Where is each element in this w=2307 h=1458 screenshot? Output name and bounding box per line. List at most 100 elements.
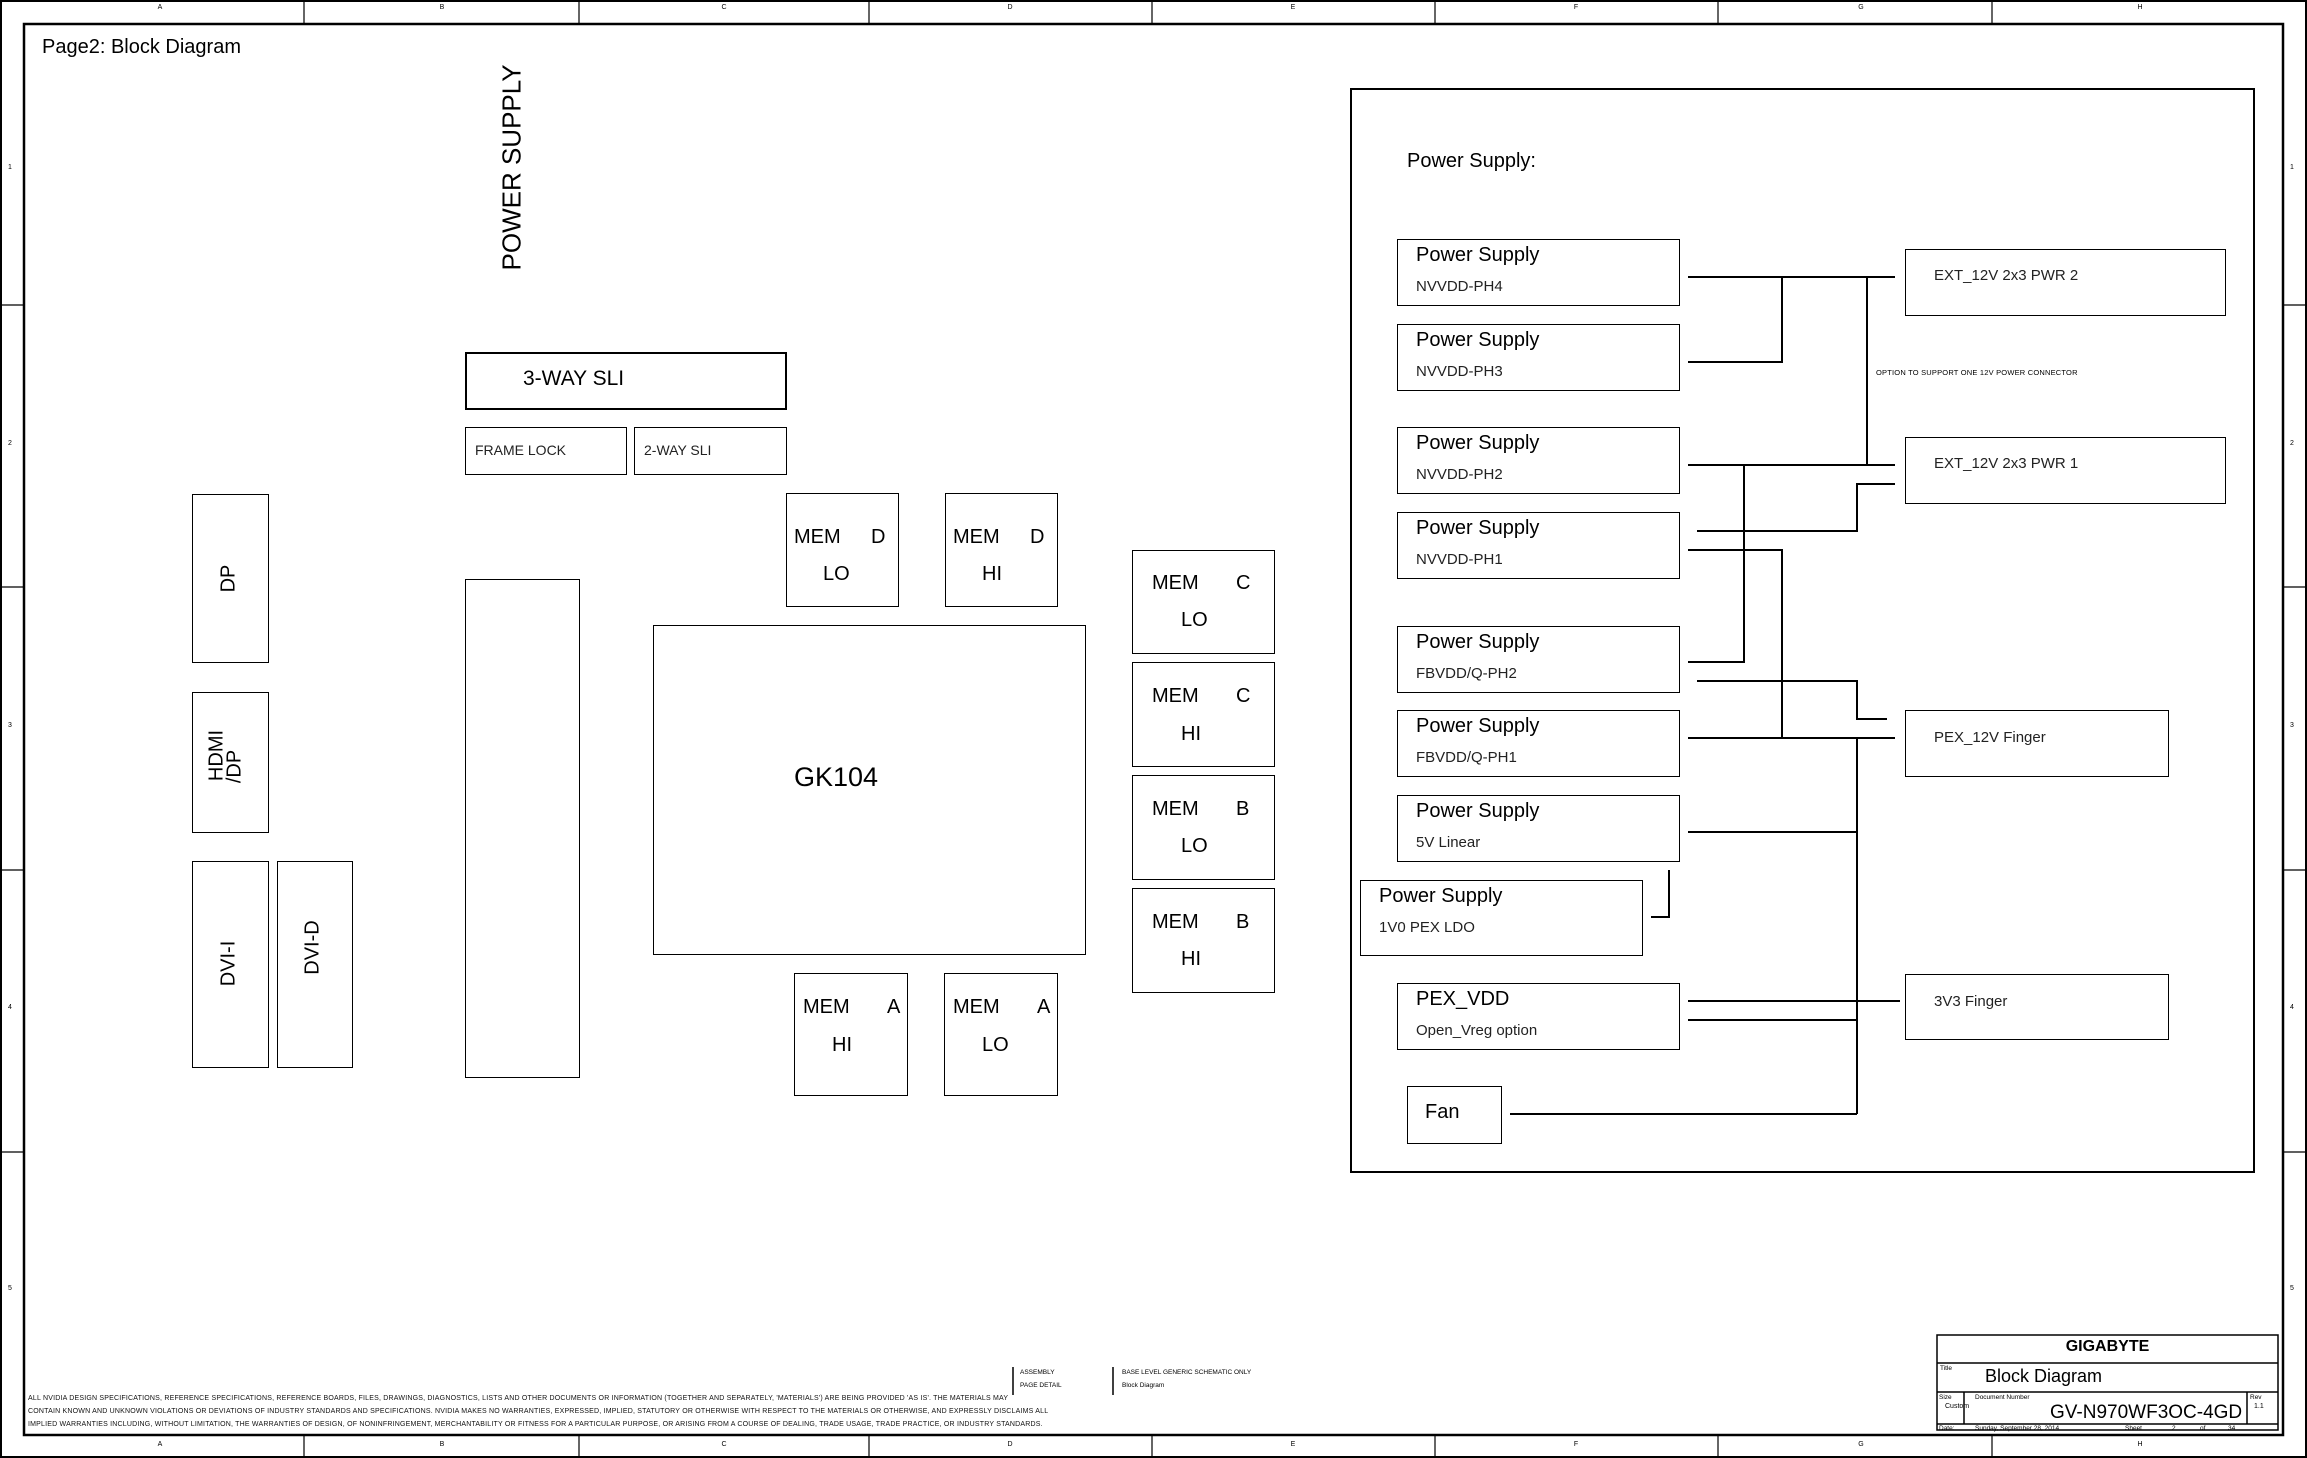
zone-col-c-bottom: C [721, 1441, 727, 1448]
mem-bank: LO [1181, 835, 1208, 857]
zone-col-h: H [2137, 4, 2143, 11]
block-2way-sli[interactable]: 2-WAY SLI [634, 427, 787, 475]
ps-title: Power Supply [1416, 432, 1540, 454]
zone-col-a: A [157, 4, 163, 11]
zone-col-e: E [1290, 4, 1296, 11]
block-dvi-i-label: DVI-I [217, 940, 240, 987]
conn-pex-12v-finger-label: PEX_12V Finger [1934, 729, 2046, 746]
date-label: Date: [1939, 1425, 1955, 1432]
mem-block-a-lo[interactable]: MEM A LO [944, 973, 1058, 1096]
title-label: Title [1940, 1365, 1953, 1372]
mem-block-a-hi[interactable]: MEM A HI [794, 973, 908, 1096]
conn-ext-12v-pwr1-label: EXT_12V 2x3 PWR 1 [1934, 455, 2079, 472]
mem-label: MEM [953, 996, 1000, 1018]
block-hdmi-dp[interactable]: HDMI /DP [192, 692, 269, 833]
block-fan[interactable]: Fan [1407, 1086, 1502, 1144]
block-gpu[interactable]: GK104 [653, 625, 1086, 955]
block-2way-sli-label: 2-WAY SLI [644, 442, 712, 458]
legal-line-3: IMPLIED WARRANTIES INCLUDING, WITHOUT LI… [28, 1421, 1043, 1428]
ps-nvvdd-ph3[interactable]: Power Supply NVVDD-PH3 [1397, 324, 1680, 391]
mem-bank: LO [982, 1034, 1009, 1056]
ps-title: PEX_VDD [1416, 988, 1510, 1010]
zone-col-b: B [439, 4, 445, 11]
mem-bank: LO [1181, 609, 1208, 631]
block-3way-sli[interactable]: 3-WAY SLI [465, 352, 787, 410]
conn-3v3-finger-label: 3V3 Finger [1934, 993, 2008, 1010]
block-gpu-label: GK104 [794, 762, 879, 792]
docnum-label: Document Number [1975, 1394, 2030, 1401]
power-panel-heading: Power Supply: [1407, 150, 1536, 172]
ps-title: Power Supply [1416, 800, 1540, 822]
zone-col-h-bottom: H [2137, 1441, 2143, 1448]
block-3way-sli-label: 3-WAY SLI [523, 367, 625, 390]
ps-rail: 1V0 PEX LDO [1379, 919, 1475, 936]
size-value: Custom [1945, 1403, 1970, 1410]
ps-nvvdd-ph4[interactable]: Power Supply NVVDD-PH4 [1397, 239, 1680, 306]
zone-col-d-bottom: D [1007, 1441, 1013, 1448]
ps-title: Power Supply [1416, 517, 1540, 539]
option-note: OPTION TO SUPPORT ONE 12V POWER CONNECTO… [1876, 368, 2078, 377]
ps-rail: FBVDD/Q-PH2 [1416, 665, 1517, 682]
page-title: Page2: Block Diagram [42, 36, 241, 58]
mem-label: MEM [1152, 572, 1199, 594]
block-dp-label: DP [217, 564, 240, 593]
block-fan-label: Fan [1425, 1101, 1460, 1123]
conn-ext-12v-pwr2-label: EXT_12V 2x3 PWR 2 [1934, 267, 2079, 284]
rev-label: Rev [2250, 1394, 2262, 1401]
mem-block-c-hi[interactable]: MEM C HI [1132, 662, 1275, 767]
mem-label: MEM [953, 526, 1000, 548]
assembly-value: BASE LEVEL GENERIC SCHEMATIC ONLY [1122, 1369, 1252, 1376]
block-frame-lock-label: FRAME LOCK [475, 442, 567, 458]
mem-channel: A [887, 996, 901, 1018]
assembly-label: ASSEMBLY [1020, 1369, 1055, 1376]
page-detail-value: Block Diagram [1122, 1382, 1165, 1389]
ps-1v0-pex-ldo[interactable]: Power Supply 1V0 PEX LDO [1360, 880, 1643, 956]
mem-block-c-lo[interactable]: MEM C LO [1132, 550, 1275, 654]
ps-fbvdd-ph1[interactable]: Power Supply FBVDD/Q-PH1 [1397, 710, 1680, 777]
zone-row-2-right: 2 [2290, 440, 2294, 447]
zone-col-c: C [721, 4, 727, 11]
block-dp[interactable]: DP [192, 494, 269, 663]
ps-fbvdd-ph2[interactable]: Power Supply FBVDD/Q-PH2 [1397, 626, 1680, 693]
mem-label: MEM [794, 526, 841, 548]
total-sheets: 34 [2228, 1425, 2236, 1432]
ps-nvvdd-ph2[interactable]: Power Supply NVVDD-PH2 [1397, 427, 1680, 494]
mem-block-b-lo[interactable]: MEM B LO [1132, 775, 1275, 880]
ps-rail: NVVDD-PH2 [1416, 466, 1503, 483]
conn-ext-12v-pwr2[interactable]: EXT_12V 2x3 PWR 2 [1905, 249, 2226, 316]
ps-title: Power Supply [1416, 329, 1540, 351]
ps-pex-vdd[interactable]: PEX_VDD Open_Vreg option [1397, 983, 1680, 1050]
of-label: of [2200, 1425, 2206, 1432]
mem-block-d-lo[interactable]: MEM D LO [786, 493, 899, 607]
zone-col-g: G [1858, 4, 1864, 11]
page-detail-label: PAGE DETAIL [1020, 1382, 1062, 1389]
mem-block-d-hi[interactable]: MEM D HI [945, 493, 1058, 607]
block-power-supply[interactable] [465, 579, 580, 1078]
ps-nvvdd-ph1[interactable]: Power Supply NVVDD-PH1 [1397, 512, 1680, 579]
conn-pex-12v-finger[interactable]: PEX_12V Finger [1905, 710, 2169, 777]
ps-5v-linear[interactable]: Power Supply 5V Linear [1397, 795, 1680, 862]
mem-channel: A [1037, 996, 1051, 1018]
sheet-title: Block Diagram [1985, 1366, 2103, 1386]
zone-row-1: 1 [8, 164, 12, 171]
rev-value: 1.1 [2254, 1403, 2264, 1410]
ps-title: Power Supply [1416, 631, 1540, 653]
mem-channel: B [1236, 798, 1250, 820]
mem-bank: HI [982, 563, 1002, 585]
zone-col-d: D [1007, 4, 1013, 11]
zone-row-3: 3 [8, 722, 12, 729]
mem-bank: HI [1181, 948, 1201, 970]
sheet-number: 2 [2172, 1425, 2176, 1432]
zone-col-e-bottom: E [1290, 1441, 1296, 1448]
conn-ext-12v-pwr1[interactable]: EXT_12V 2x3 PWR 1 [1905, 437, 2226, 504]
block-dvi-d-label: DVI-D [301, 920, 324, 975]
block-frame-lock[interactable]: FRAME LOCK [465, 427, 627, 475]
sheet-label: Sheet [2125, 1425, 2142, 1432]
zone-col-f-bottom: F [1573, 1441, 1579, 1448]
block-dvi-i[interactable]: DVI-I [192, 861, 269, 1068]
block-dvi-d[interactable]: DVI-D [277, 861, 353, 1068]
mem-block-b-hi[interactable]: MEM B HI [1132, 888, 1275, 993]
date-value: Sunday, September 28, 2014 [1975, 1425, 2060, 1432]
conn-3v3-finger[interactable]: 3V3 Finger [1905, 974, 2169, 1040]
zone-row-5-right: 5 [2290, 1285, 2294, 1292]
